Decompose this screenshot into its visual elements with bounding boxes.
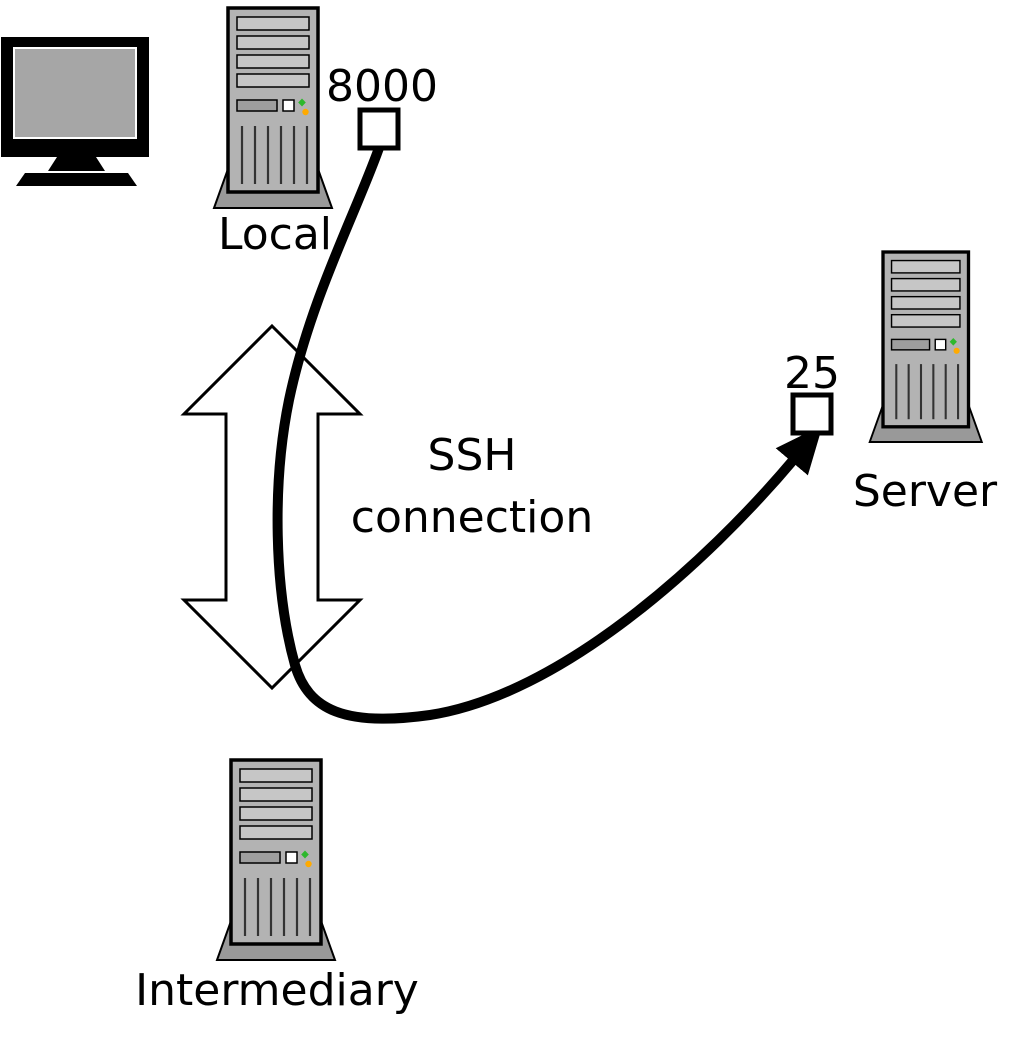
local-tower-icon xyxy=(212,6,334,210)
server-label: Server xyxy=(853,466,998,517)
monitor-icon xyxy=(0,36,150,187)
tunnel-curve xyxy=(272,143,823,724)
port-8000-marker xyxy=(357,107,401,151)
ssh-connection-label-line1: SSH xyxy=(428,430,517,481)
port-25-label: 25 xyxy=(784,348,840,399)
port-25-marker xyxy=(790,392,834,436)
local-label: Local xyxy=(218,209,332,260)
server-tower-icon xyxy=(868,250,984,444)
ssh-connection-label-line2: connection xyxy=(351,492,593,543)
intermediary-label: Intermediary xyxy=(135,965,419,1016)
ssh-double-arrow-icon xyxy=(180,323,364,691)
intermediary-tower-icon xyxy=(215,758,337,962)
port-8000-label: 8000 xyxy=(326,61,438,112)
